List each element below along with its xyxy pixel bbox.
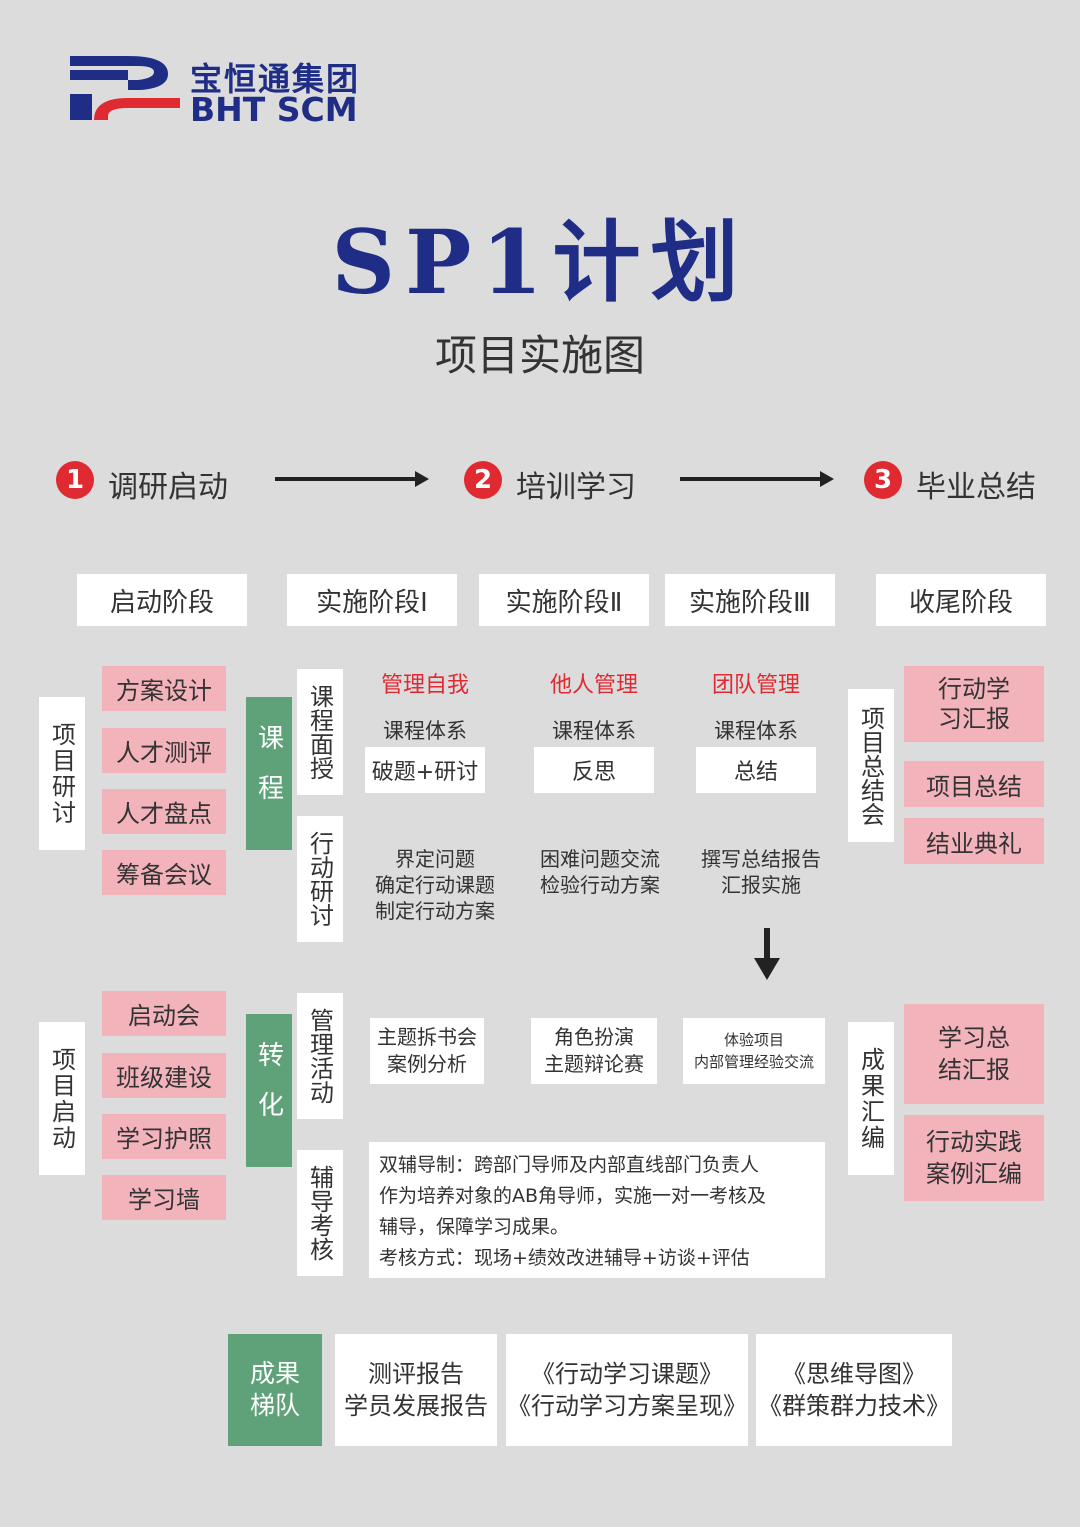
results-item-3: 《思维导图》 《群策群力技术》 [756, 1334, 952, 1446]
left-top-item: 筹备会议 [102, 850, 226, 895]
coach-assess-label: 辅导考核 [297, 1150, 343, 1276]
page-subtitle: 项目实施图 [434, 330, 645, 380]
coach-text-box: 双辅导制：跨部门导师及内部直线部门负责人 作为培养对象的AB角导师，实施一对一考… [369, 1142, 825, 1278]
results-label-text: 成果梯队 [250, 1359, 301, 1420]
box-3: 总结 [696, 747, 816, 793]
left-bottom-label: 项目启动 [39, 1022, 85, 1175]
right-top-item: 行动学习汇报 [904, 666, 1044, 742]
right-top-item-text: 行动学习汇报 [938, 675, 1010, 733]
left-bottom-item: 学习墙 [102, 1175, 226, 1220]
action-line: 困难问题交流 [540, 847, 660, 871]
right-bottom-label: 成果汇编 [848, 1022, 894, 1175]
action-seminar-label: 行动研讨 [297, 816, 343, 942]
coach-line: 双辅导制：跨部门导师及内部直线部门负责人 [379, 1154, 760, 1176]
topic-self: 管理自我 [380, 673, 469, 698]
down-arrow-icon [754, 928, 780, 980]
topic-team: 团队管理 [711, 673, 800, 698]
step-2-badge: 2 [464, 461, 502, 499]
course-face-label: 课程面授 [297, 669, 343, 795]
coach-line: 考核方式：现场+绩效改进辅导+访谈+评估 [379, 1247, 750, 1269]
phase-start: 启动阶段 [77, 574, 247, 626]
activity-line: 角色扮演 [554, 1025, 634, 1049]
left-bottom-item: 班级建设 [102, 1053, 226, 1098]
topic-others: 他人管理 [549, 673, 638, 698]
results-line: 《行动学习方案呈现》 [507, 1392, 747, 1420]
activity-line: 内部管理经验交流 [693, 1053, 814, 1071]
step-arrow-1 [275, 471, 429, 487]
results-item-1: 测评报告 学员发展报告 [335, 1334, 497, 1446]
step-2-label: 培训学习 [516, 470, 636, 505]
system-3: 课程体系 [714, 719, 798, 743]
phase-end: 收尾阶段 [876, 574, 1046, 626]
logo-cn: 宝恒通集团 [190, 60, 361, 98]
activity-line: 案例分析 [387, 1052, 467, 1076]
activity-line: 体验项目 [723, 1031, 784, 1049]
course-label: 课程 [246, 697, 292, 850]
results-label: 成果梯队 [228, 1334, 322, 1446]
system-2: 课程体系 [552, 719, 636, 743]
results-line: 测评报告 [368, 1360, 464, 1388]
results-line: 《行动学习课题》 [531, 1360, 723, 1388]
step-1-label: 调研启动 [108, 470, 228, 505]
left-top-item: 人才测评 [102, 728, 226, 773]
system-1: 课程体系 [383, 719, 467, 743]
results-line: 学员发展报告 [344, 1392, 488, 1420]
right-top-item: 项目总结 [904, 761, 1044, 807]
phase-impl-3: 实施阶段Ⅲ [665, 574, 835, 626]
logo-mark [70, 56, 180, 120]
action-line: 汇报实施 [721, 873, 801, 897]
logo: 宝恒通集团 BHT SCM [68, 54, 388, 129]
right-top-label: 项目总结会 [848, 689, 894, 842]
action-line: 确定行动课题 [375, 873, 495, 897]
page-title: SP1计划 [331, 209, 749, 314]
left-top-item: 人才盘点 [102, 789, 226, 834]
action-text-2: 困难问题交流 检验行动方案 [525, 846, 675, 898]
activity-line: 主题拆书会 [377, 1025, 477, 1049]
activity-box-3: 体验项目 内部管理经验交流 [683, 1018, 825, 1084]
left-bottom-item: 学习护照 [102, 1114, 226, 1159]
right-top-item: 结业典礼 [904, 818, 1044, 864]
phase-impl-1: 实施阶段Ⅰ [287, 574, 457, 626]
coach-line: 作为培养对象的AB角导师，实施一对一考核及 [379, 1185, 767, 1207]
right-bottom-item-text: 行动实践案例汇编 [926, 1128, 1022, 1188]
logo-en: BHT SCM [190, 90, 358, 129]
action-text-1: 界定问题 确定行动课题 制定行动方案 [360, 846, 510, 924]
action-line: 撰写总结报告 [701, 847, 821, 871]
action-line: 界定问题 [395, 847, 475, 871]
action-line: 检验行动方案 [540, 873, 660, 897]
right-bottom-item: 行动实践案例汇编 [904, 1115, 1044, 1201]
phase-impl-2: 实施阶段Ⅱ [479, 574, 649, 626]
activity-line: 主题辩论赛 [544, 1052, 644, 1076]
box-2: 反思 [534, 747, 654, 793]
mgmt-activity-label: 管理活动 [297, 993, 343, 1119]
action-line: 制定行动方案 [375, 899, 495, 923]
step-1-badge: 1 [56, 461, 94, 499]
box-1: 破题+研讨 [365, 747, 485, 793]
right-bottom-item: 学习总结汇报 [904, 1004, 1044, 1104]
left-top-label: 项目研讨 [39, 697, 85, 850]
step-3-badge: 3 [864, 461, 902, 499]
transform-label: 转化 [246, 1014, 292, 1167]
step-3-label: 毕业总结 [916, 470, 1036, 505]
results-line: 《思维导图》 [782, 1360, 926, 1388]
left-bottom-item: 启动会 [102, 991, 226, 1036]
coach-line: 辅导，保障学习成果。 [379, 1216, 570, 1238]
activity-box-2: 角色扮演 主题辩论赛 [531, 1018, 657, 1084]
step-arrow-2 [680, 471, 834, 487]
results-item-2: 《行动学习课题》 《行动学习方案呈现》 [506, 1334, 748, 1446]
results-line: 《群策群力技术》 [758, 1392, 950, 1420]
action-text-3: 撰写总结报告 汇报实施 [686, 846, 836, 898]
activity-box-1: 主题拆书会 案例分析 [370, 1018, 484, 1084]
left-top-item: 方案设计 [102, 666, 226, 711]
right-bottom-item-text: 学习总结汇报 [938, 1024, 1010, 1084]
